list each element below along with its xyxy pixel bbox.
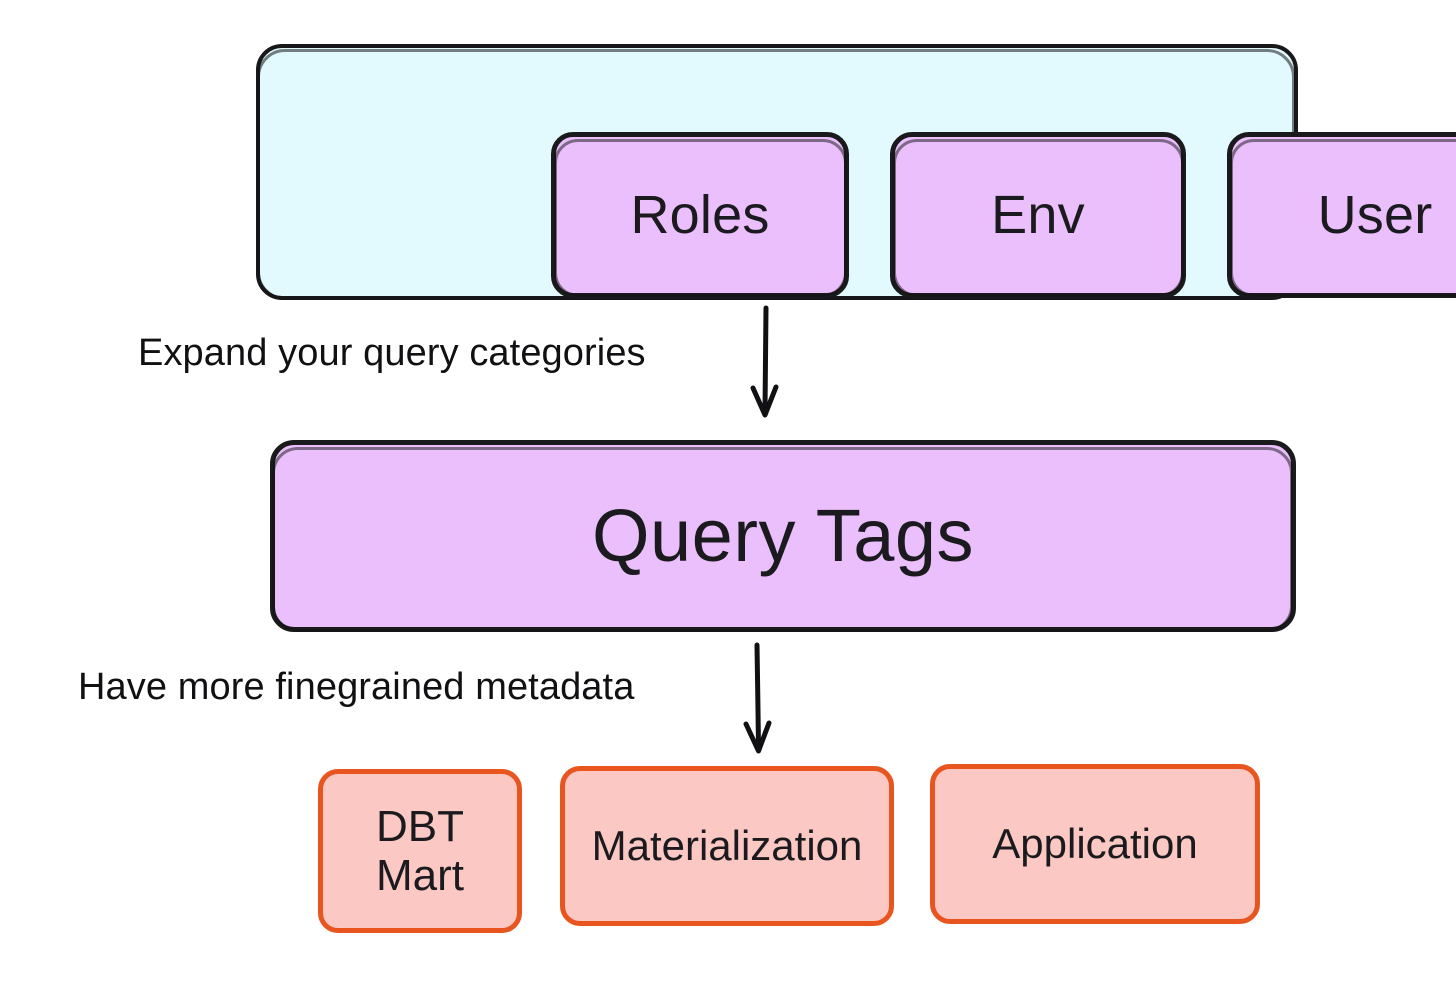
metadata-node-application[interactable]: Application <box>930 764 1260 924</box>
edge-label-finegrained-metadata: Have more finegrained metadata <box>78 666 635 708</box>
query-categories-group: Roles Env User <box>256 44 1456 300</box>
query-tags-label: Query Tags <box>591 493 975 577</box>
category-chip-user[interactable]: User <box>1227 132 1456 298</box>
category-chip-roles[interactable]: Roles <box>551 132 849 298</box>
query-tags-node[interactable]: Query Tags <box>270 440 1296 632</box>
metadata-node-materialization[interactable]: Materialization <box>560 766 894 926</box>
metadata-node-materialization-label: Materialization <box>591 822 863 870</box>
metadata-node-application-label: Application <box>992 820 1198 868</box>
arrow-categories-to-query-tags <box>750 305 779 418</box>
metadata-node-dbt-mart-line2: Mart <box>376 851 464 900</box>
category-chip-roles-label: Roles <box>630 184 770 245</box>
metadata-node-dbt-mart[interactable]: DBT Mart <box>318 769 522 933</box>
category-chip-env-label: Env <box>991 184 1085 245</box>
category-chip-env[interactable]: Env <box>890 132 1186 298</box>
category-chip-user-label: User <box>1317 184 1433 245</box>
edge-label-expand-categories: Expand your query categories <box>138 332 646 374</box>
metadata-node-dbt-mart-line1: DBT <box>376 801 464 851</box>
metadata-node-dbt-mart-label: DBT Mart <box>376 802 464 901</box>
arrow-query-tags-to-metadata <box>743 642 772 754</box>
